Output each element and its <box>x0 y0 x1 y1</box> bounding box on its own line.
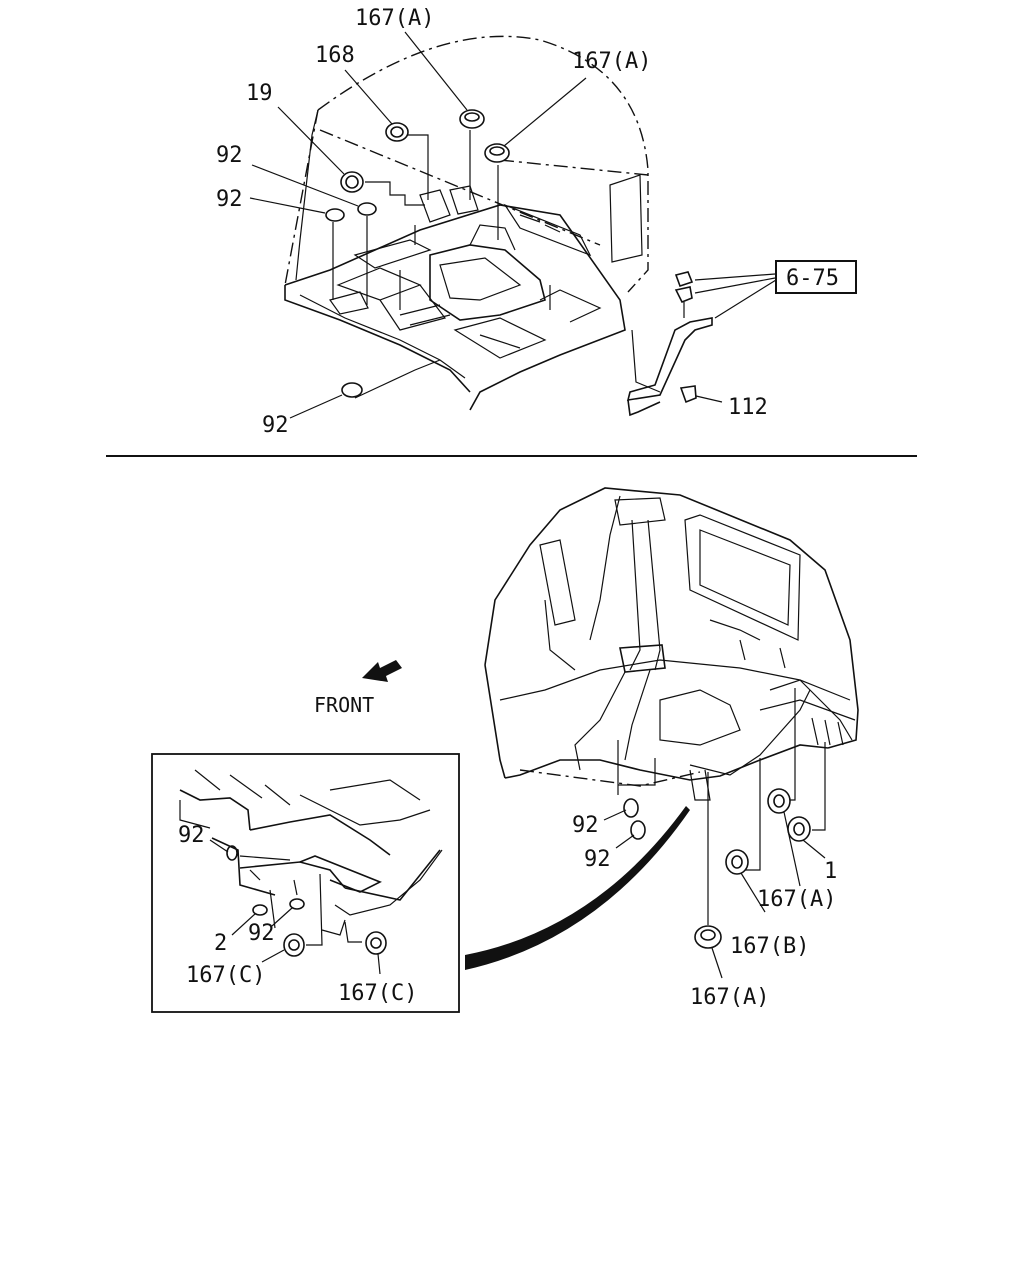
label-19: 19 <box>246 81 273 106</box>
label-167a-bottom-right: 167(A) <box>757 887 836 912</box>
label-inset-167c-right: 167(C) <box>338 981 417 1006</box>
ref-box-6-75 <box>775 260 857 294</box>
label-front: FRONT <box>314 693 374 717</box>
label-92-top-bottom: 92 <box>262 413 289 438</box>
label-92-bottom-a: 92 <box>572 813 599 838</box>
label-167b: 167(B) <box>730 934 809 959</box>
inset-connector <box>465 806 690 970</box>
label-inset-2: 2 <box>214 931 227 956</box>
label-92-bottom-b: 92 <box>584 847 611 872</box>
label-92-top-b: 92 <box>216 187 243 212</box>
label-167a-bottom: 167(A) <box>690 985 769 1010</box>
bottom-cab-underside-drawing <box>484 487 859 979</box>
top-cab-floor-drawing <box>249 31 649 419</box>
label-inset-92-top: 92 <box>178 823 205 848</box>
label-1: 1 <box>824 859 837 884</box>
label-168: 168 <box>315 43 355 68</box>
label-92-top-a: 92 <box>216 143 243 168</box>
label-112: 112 <box>728 395 768 420</box>
label-167a-top-right: 167(A) <box>572 49 651 74</box>
label-167a-top-left: 167(A) <box>355 6 434 31</box>
label-inset-92-mid: 92 <box>248 921 275 946</box>
inset-detail-drawing <box>179 769 443 975</box>
label-inset-167c-left: 167(C) <box>186 963 265 988</box>
detail-inset-box <box>151 753 460 1013</box>
bracket-drawing <box>626 271 777 417</box>
label-6-75: 6-75 <box>786 266 839 291</box>
front-arrow-icon <box>362 660 402 682</box>
